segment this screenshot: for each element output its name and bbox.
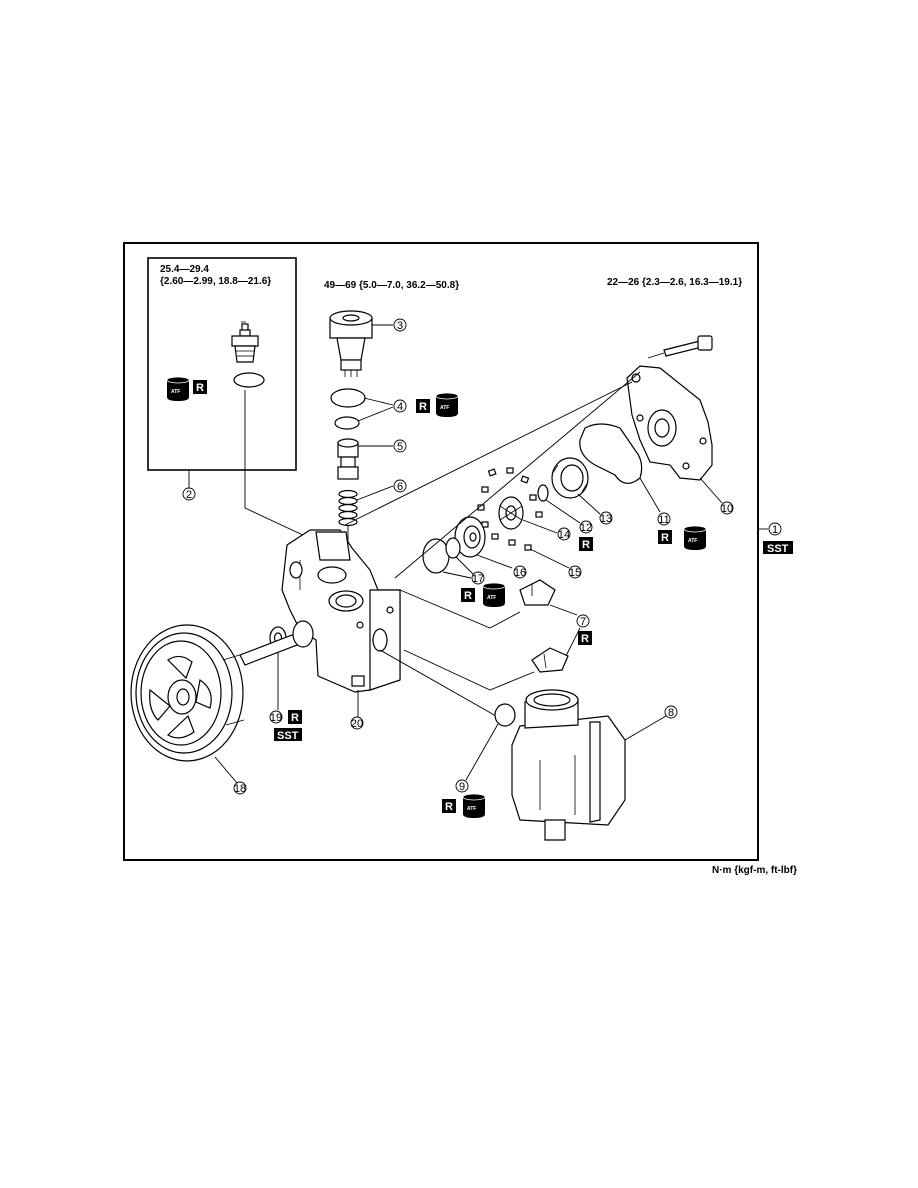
callout-16: [513, 565, 527, 579]
callout-1: [768, 522, 782, 536]
torque-cover-bolt: 22—26 {2.3—2.6, 16.3—19.1}: [607, 277, 742, 288]
cam-ring: [551, 457, 589, 499]
svg-text:16: 16: [514, 567, 526, 579]
svg-text:R: R: [582, 539, 590, 551]
callout-15: [568, 565, 582, 579]
callout-9: [455, 779, 469, 793]
rotor: [498, 496, 524, 530]
inset-o-ring: [233, 372, 265, 388]
svg-text:R: R: [291, 712, 299, 724]
svg-text:8: 8: [668, 707, 674, 719]
pump-body: [281, 529, 401, 693]
torque-sensor-line2: {2.60—2.99, 18.8—21.6}: [160, 276, 271, 287]
o-ring-17-small: [445, 537, 461, 559]
reservoir-o-ring: [494, 703, 516, 727]
part19-r-badge: [288, 710, 302, 724]
svg-text:17: 17: [472, 573, 484, 585]
assembly-line-internal: [394, 371, 641, 579]
svg-text:ATF: ATF: [688, 538, 697, 544]
cover-bolt: [663, 335, 713, 357]
pressure-switch: [231, 321, 259, 363]
callout-14: [557, 527, 571, 541]
svg-text:11: 11: [658, 514, 669, 526]
vanes: [477, 467, 543, 551]
callout-13: [599, 511, 613, 525]
callout-17: [471, 571, 485, 585]
callout-18: [233, 781, 247, 795]
svg-text:SST: SST: [277, 730, 299, 742]
snap-ring: [537, 484, 549, 502]
svg-text:2: 2: [186, 489, 192, 501]
pulley: [130, 624, 245, 762]
svg-text:ATF: ATF: [487, 595, 496, 601]
svg-text:3: 3: [397, 320, 403, 332]
svg-text:R: R: [581, 633, 589, 645]
svg-text:15: 15: [569, 567, 581, 579]
svg-text:R: R: [661, 532, 669, 544]
callout-2: [182, 487, 196, 501]
assembly-sst-badge: [763, 541, 793, 554]
svg-text:14: 14: [558, 529, 570, 541]
inset-atf-label: ATF: [171, 389, 180, 395]
svg-text:ATF: ATF: [467, 806, 476, 812]
svg-text:7: 7: [580, 616, 586, 628]
svg-text:ATF: ATF: [440, 405, 449, 411]
callout-11: [657, 512, 671, 526]
part12-r-badge: [579, 537, 593, 551]
svg-text:12: 12: [580, 522, 592, 534]
part4-r-badge: [416, 399, 430, 413]
part19-sst-badge: [274, 728, 302, 741]
svg-text:R: R: [464, 590, 472, 602]
svg-text:SST: SST: [767, 543, 789, 555]
control-valve-spool: [337, 438, 359, 480]
callout-8: [664, 705, 678, 719]
pressure-plate: [454, 516, 486, 558]
o-ring-small: [334, 416, 360, 430]
svg-text:R: R: [419, 401, 427, 413]
inset-r-label: R: [196, 382, 204, 394]
torque-sensor-line1: 25.4—29.4: [160, 264, 209, 275]
callout-6: [393, 479, 407, 493]
svg-text:5: 5: [397, 441, 403, 453]
svg-text:13: 13: [600, 513, 612, 525]
svg-text:10: 10: [721, 503, 733, 515]
svg-text:4: 4: [397, 401, 403, 413]
pipe-clip-lower: [531, 647, 569, 673]
callout-10: [720, 501, 734, 515]
spring: [338, 489, 358, 527]
diagram-frame: [123, 242, 759, 861]
assembly-line-cover: [344, 381, 633, 526]
torque-control-valve: 49—69 {5.0—7.0, 36.2—50.8}: [324, 280, 459, 291]
unit-note: N·m {kgf-m, ft-lbf}: [712, 865, 797, 876]
reservoir: [511, 689, 626, 841]
drive-shaft: [239, 620, 314, 666]
callout-3: [393, 318, 407, 332]
inset-r-badge: [193, 380, 207, 394]
part7-r-badge: [578, 631, 592, 645]
svg-text:20: 20: [351, 718, 363, 730]
callout-5: [393, 439, 407, 453]
svg-text:1: 1: [772, 524, 778, 536]
callout-4: [393, 399, 407, 413]
svg-text:R: R: [445, 801, 453, 813]
rear-cover: [626, 365, 713, 481]
callout-12: [579, 520, 593, 534]
callout-19: [269, 710, 283, 724]
callout-20: [350, 716, 364, 730]
svg-text:9: 9: [459, 781, 465, 793]
callout-7: [576, 614, 590, 628]
part9-r-badge: [442, 799, 456, 813]
svg-text:19: 19: [270, 712, 282, 724]
svg-text:18: 18: [234, 783, 246, 795]
svg-text:6: 6: [397, 481, 403, 493]
part17-r-badge: [461, 588, 475, 602]
o-ring-large: [330, 388, 366, 408]
control-valve-plug: [329, 310, 373, 377]
inset-frame: [147, 257, 297, 471]
part11-r-badge: [658, 530, 672, 544]
pipe-clip-upper: [519, 579, 556, 606]
gasket: [579, 423, 643, 484]
